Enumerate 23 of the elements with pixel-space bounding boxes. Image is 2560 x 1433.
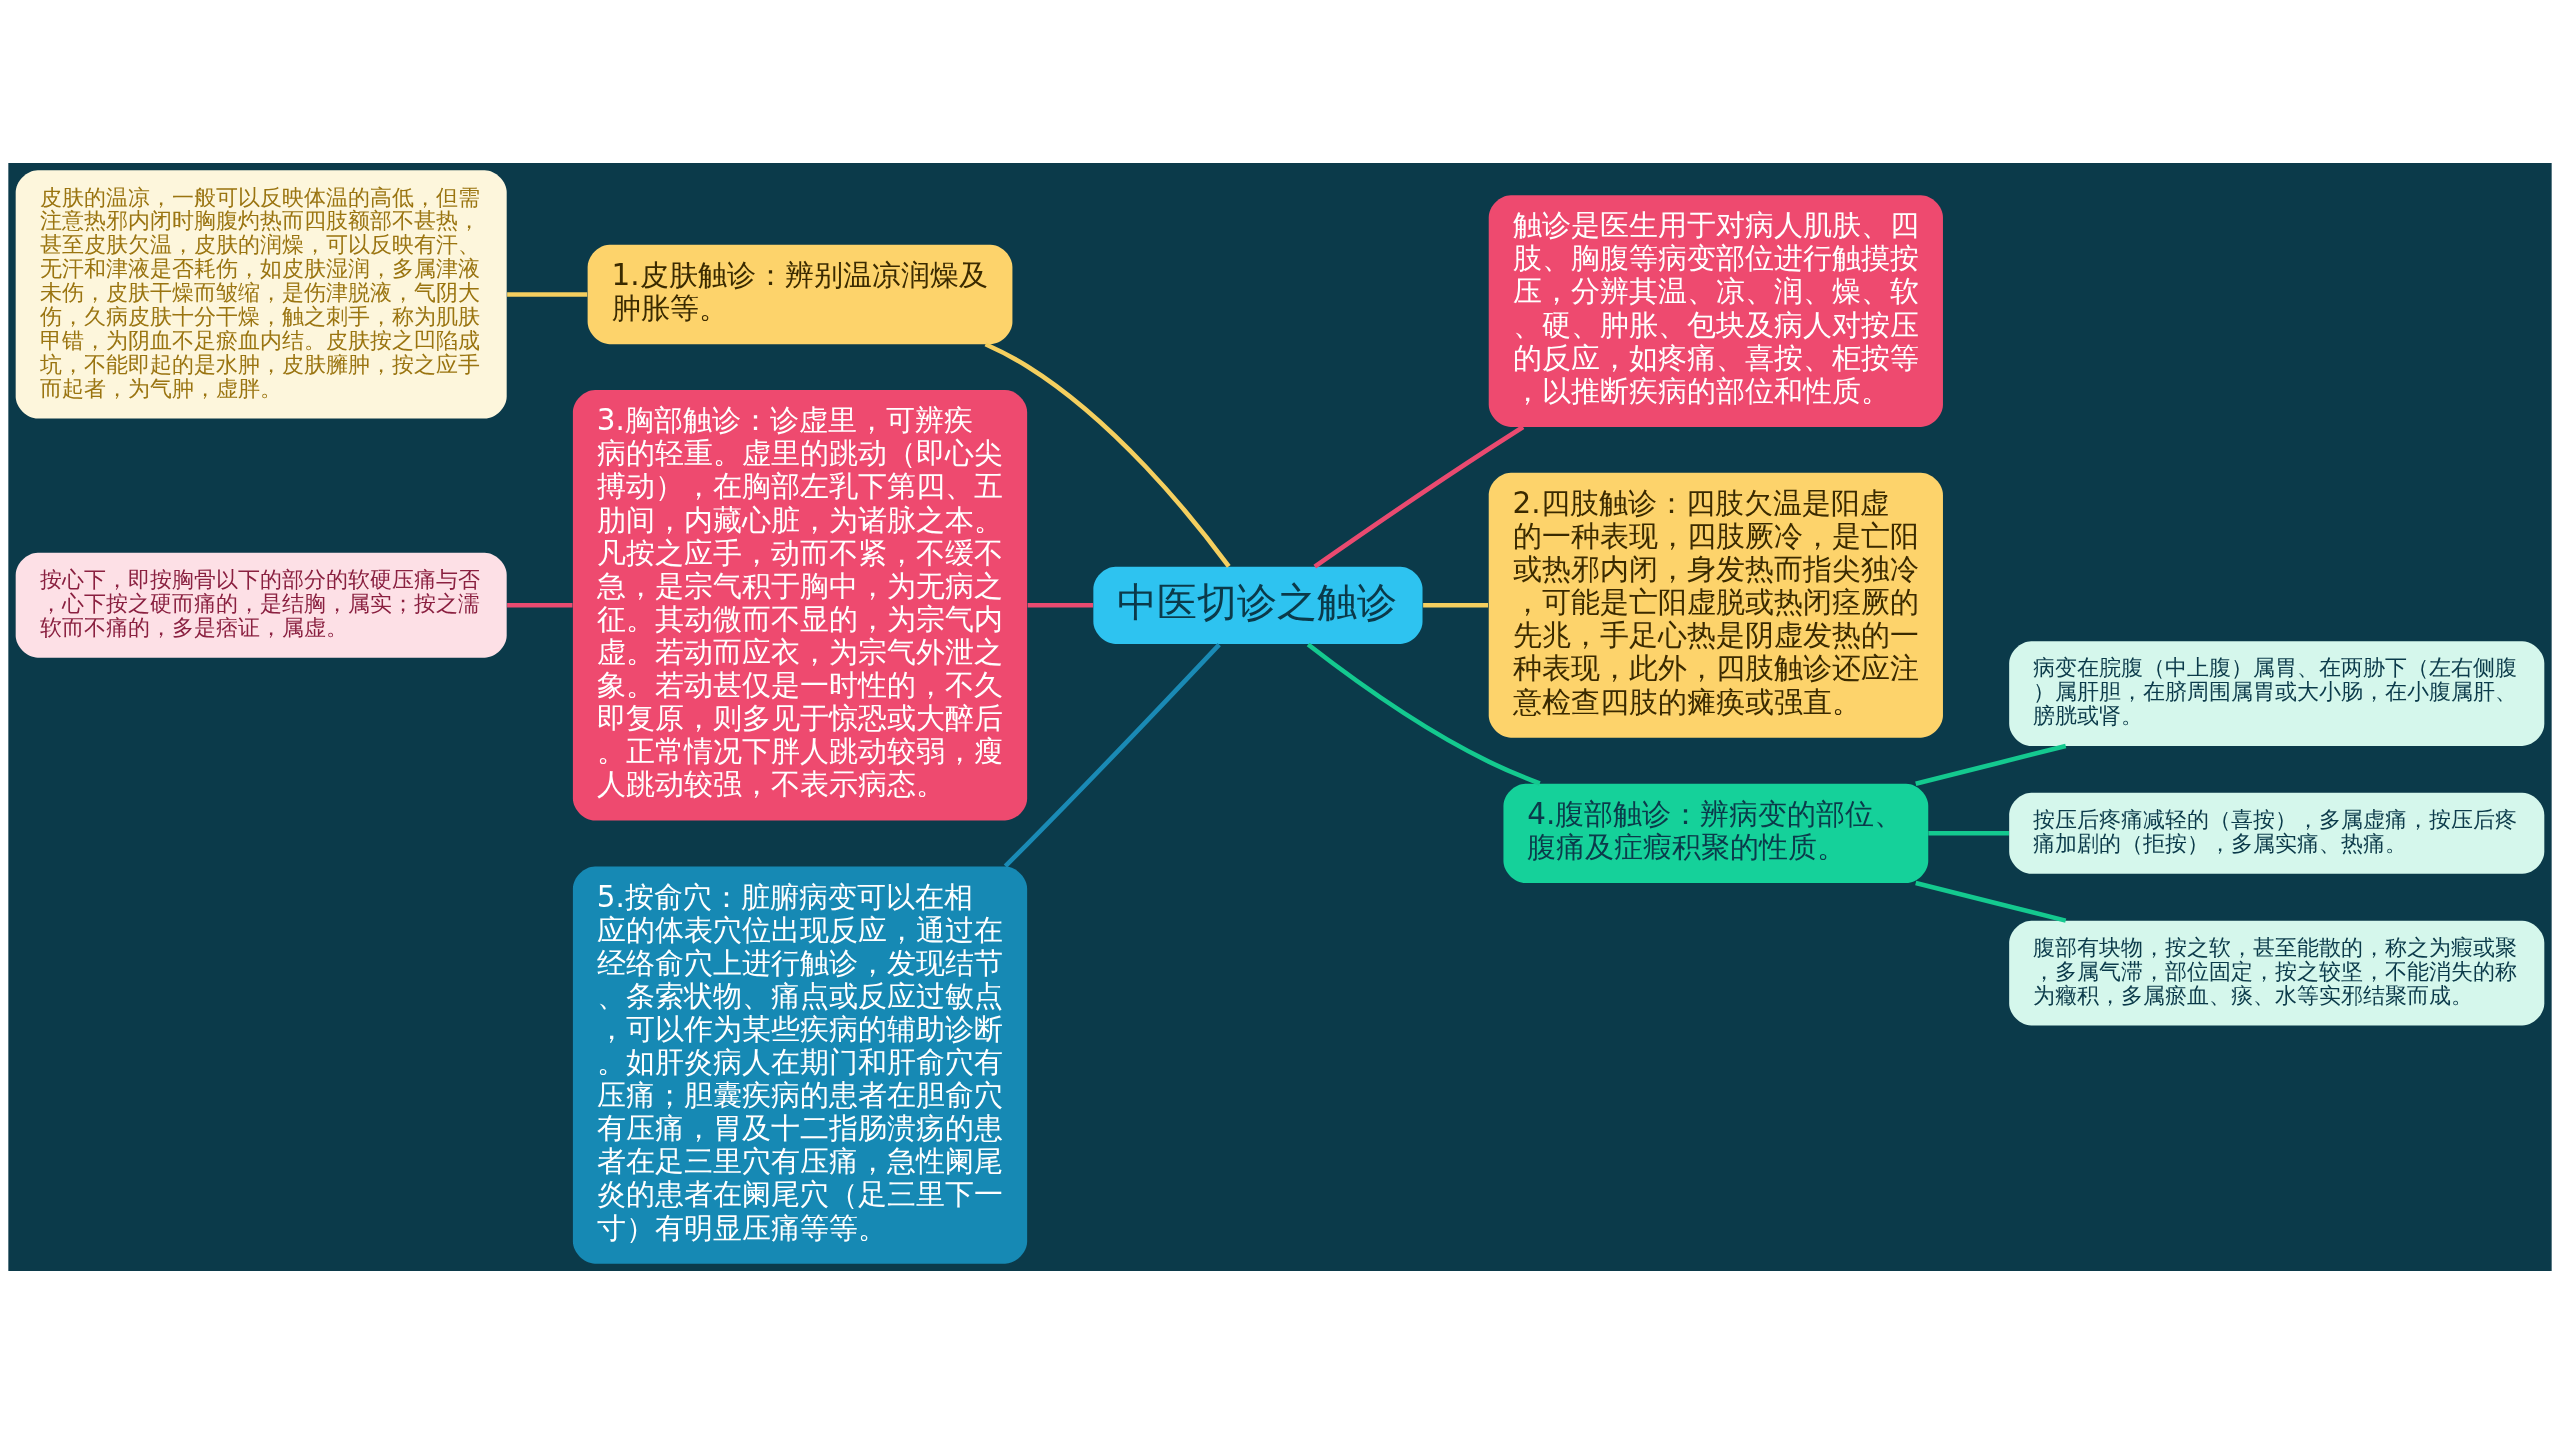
- node-box: 2.四肢触诊：四肢欠温是阳虚的一种表现，四肢厥冷，是亡阳或热邪内闭，身发热而指尖独冷，可能是亡阳虚脱或热闭痉厥的先兆，手足心热是阴虚发热的一种表现，此外，四肢触诊还应注意检查四肢的瘫痪或强直。: [1488, 472, 1943, 738]
- connector: [1027, 602, 1093, 608]
- node-box: 5.按俞穴：脏腑病变可以在相应的体表穴位出现反应，通过在经络俞穴上进行触诊，发现结节、条索状物、痛点或反应过敏点，可以作为某些疾病的辅助诊断。如肝炎病人在期门和肝俞穴有压痛；胆囊疾病的患者在胆俞穴有压痛，胃及十二指肠溃疡的患者在足三里穴有压痛，急性阑尾炎的患者在阑尾穴（足三里下一寸）有明显压痛等等。: [572, 865, 1028, 1264]
- node-box: 按压后疼痛减轻的（喜按），多属虚痛，按压后疼痛加剧的（拒按），多属实痛、热痛。: [2009, 792, 2545, 874]
- node-box: 3.胸部触诊：诊虚里，可辨疾病的轻重。虚里的跳动（即心尖搏动），在胸部左乳下第四、五肋间，内藏心脏，为诸脉之本。凡按之应手，动而不紧，不缓不急，是宗气积于胸中，为无病之征。其动微而不显的，为宗气内虚。若动而应衣，为宗气外泄之象。若动甚仅是一时性的，不久即复原，则多见于惊恐或大醉后。正常情况下胖人跳动较弱，瘦人跳动较强，不表示病态。: [572, 389, 1028, 820]
- node-box: 按心下，即按胸骨以下的部分的软硬压痛与否，心下按之硬而痛的，是结胸，属实；按之濡软而不痛的，多是痞证，属虚。: [15, 552, 507, 658]
- node-box: 病变在脘腹（中上腹）属胃、在两胁下（左右侧腹）属肝胆，在脐周围属胃或大小肠，在小腹属肝、膀胱或肾。: [2009, 640, 2545, 746]
- node-box: 触诊是医生用于对病人肌肤、四肢、胸腹等病变部位进行触摸按压，分辨其温、凉、润、燥、软、硬、肿胀、包块及病人对按压的反应，如疼痛、喜按、柜按等，以推断疾病的部位和性质。: [1488, 194, 1943, 427]
- node-box: 1.皮肤触诊：辨别温凉润燥及肿胀等。: [587, 244, 1013, 344]
- connector: [1313, 424, 1525, 568]
- connector: [1003, 642, 1221, 868]
- connector: [507, 291, 588, 297]
- node-box: 4.腹部触诊：辨病变的部位、腹痛及症瘕积聚的性质。: [1503, 783, 1929, 883]
- node-box: 腹部有块物，按之软，甚至能散的，称之为瘕或聚，多属气滞，部位固定，按之较坚，不能消失的称为癥积，多属瘀血、痰、水等实邪结聚而成。: [2009, 920, 2545, 1025]
- connector: [1915, 743, 2067, 786]
- connector: [1306, 642, 1541, 786]
- connector: [507, 602, 573, 608]
- connector: [1423, 602, 1489, 608]
- node-box: 中医切诊之触诊: [1093, 566, 1423, 644]
- connector: [984, 341, 1231, 568]
- connector: [1928, 830, 2009, 836]
- node-box: 皮肤的温凉，一般可以反映体温的高低，但需注意热邪内闭时胸腹灼热而四肢额部不甚热，甚至皮肤欠温，皮肤的润燥，可以反映有汗、无汗和津液是否耗伤，如皮肤湿润，多属津液未伤，皮肤干燥而皱缩，是伤津脱液，气阴大伤，久病皮肤十分干燥，触之刺手，称为肌肤甲错，为阴血不足瘀血内结。皮肤按之凹陷成坑，不能即起的是水肿，皮肤臃肿，按之应手而起者，为气肿，虚胖。: [15, 169, 507, 419]
- connector: [1915, 880, 2067, 923]
